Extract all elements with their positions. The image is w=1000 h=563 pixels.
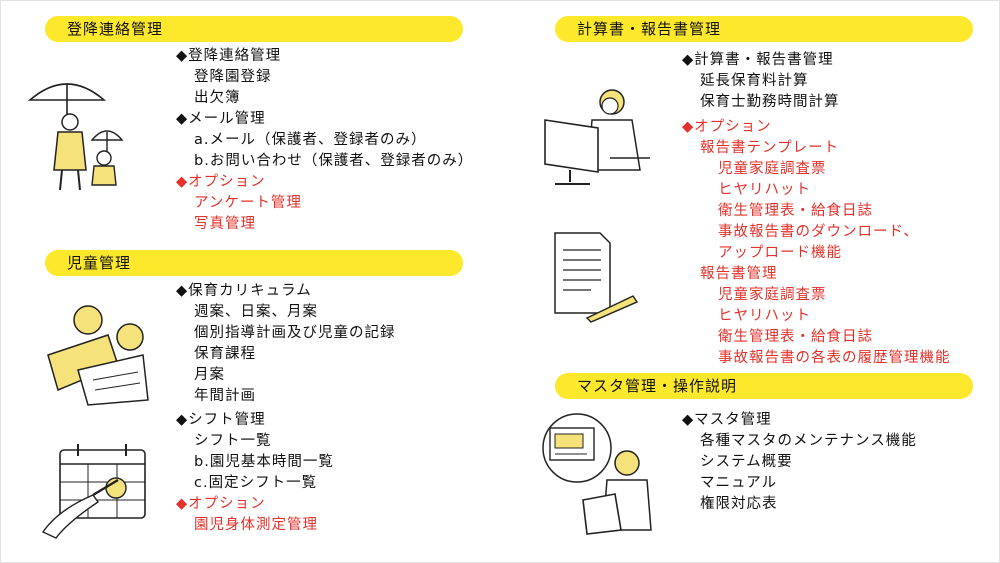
list-item: 児童家庭調査票 xyxy=(718,287,827,303)
list-heading: メール管理 xyxy=(176,109,473,130)
list-item: 保育士勤務時間計算 xyxy=(700,94,840,110)
reports-option-list: オプション報告書テンプレート児童家庭調査票ヒヤリハット衛生管理表・給食日誌事故報… xyxy=(682,117,951,369)
list-heading: オプション xyxy=(176,494,334,515)
list-item: 衛生管理表・給食日誌 xyxy=(718,203,873,219)
list-item: 月案 xyxy=(194,367,225,383)
list-item: ヒヤリハット xyxy=(718,308,811,324)
list-item: 個別指導計画及び児童の記録 xyxy=(194,325,396,341)
list-item: シフト一覧 xyxy=(194,433,272,449)
list-item: アップロード機能 xyxy=(718,245,842,261)
list-heading: シフト管理 xyxy=(176,410,334,431)
list-item: 児童家庭調査票 xyxy=(718,161,827,177)
list-item: 出欠簿 xyxy=(194,90,241,106)
list-item: 園児身体測定管理 xyxy=(194,517,318,533)
list-item: b.園児基本時間一覧 xyxy=(194,454,334,470)
children-reading-icon xyxy=(47,305,149,406)
list-item: ヒヤリハット xyxy=(718,182,811,198)
section-header-attendance: 登降連絡管理 xyxy=(45,16,463,42)
section-title: 児童管理 xyxy=(67,254,132,272)
section-header-reports: 計算書・報告書管理 xyxy=(555,16,973,42)
list-item: 写真管理 xyxy=(194,216,256,232)
list-item: マニュアル xyxy=(700,475,778,491)
laptop-user-icon xyxy=(542,413,652,535)
calendar-hand-icon xyxy=(41,444,146,539)
list-heading: オプション xyxy=(682,117,951,138)
list-item: 登降園登録 xyxy=(194,69,272,85)
list-item: 年間計画 xyxy=(194,388,256,404)
list-heading: マスタ管理 xyxy=(682,410,917,431)
section-title: 登降連絡管理 xyxy=(67,20,164,38)
list-heading: 計算書・報告書管理 xyxy=(682,50,840,71)
section-header-master: マスタ管理・操作説明 xyxy=(555,373,973,399)
documents-pen-icon xyxy=(554,232,639,323)
list-item: 衛生管理表・給食日誌 xyxy=(718,329,873,345)
list-item: 事故報告書のダウンロード、 xyxy=(718,224,919,240)
list-heading: 保育カリキュラム xyxy=(176,281,396,302)
office-worker-pc-icon xyxy=(544,89,650,185)
list-item: 報告書テンプレート xyxy=(700,140,840,156)
list-item: 報告書管理 xyxy=(700,266,778,282)
section-title: マスタ管理・操作説明 xyxy=(577,377,738,395)
list-item: 権限対応表 xyxy=(700,496,778,512)
list-item: c.固定シフト一覧 xyxy=(194,475,318,491)
list-item: 延長保育料計算 xyxy=(700,73,809,89)
list-item: b.お問い合わせ（保護者、登録者のみ） xyxy=(194,153,474,169)
list-item: 保育課程 xyxy=(194,346,256,362)
list-item: アンケート管理 xyxy=(194,195,302,211)
list-item: 事故報告書の各表の履歴管理機能 xyxy=(718,350,951,366)
section-header-children: 児童管理 xyxy=(45,250,463,276)
list-item: 各種マスタのメンテナンス機能 xyxy=(700,433,917,449)
list-item: a.メール（保護者、登録者のみ） xyxy=(194,132,427,148)
umbrella-children-icon xyxy=(27,83,124,191)
attendance-list: 登降連絡管理登降園登録出欠簿メール管理 a.メール（保護者、登録者のみ） b.お問い… xyxy=(176,46,473,235)
section-title: 計算書・報告書管理 xyxy=(577,20,722,38)
list-item: 週案、日案、月案 xyxy=(194,304,318,320)
list-item: システム概要 xyxy=(700,454,793,470)
list-heading: 登降連絡管理 xyxy=(176,46,473,67)
list-heading: オプション xyxy=(176,172,473,193)
